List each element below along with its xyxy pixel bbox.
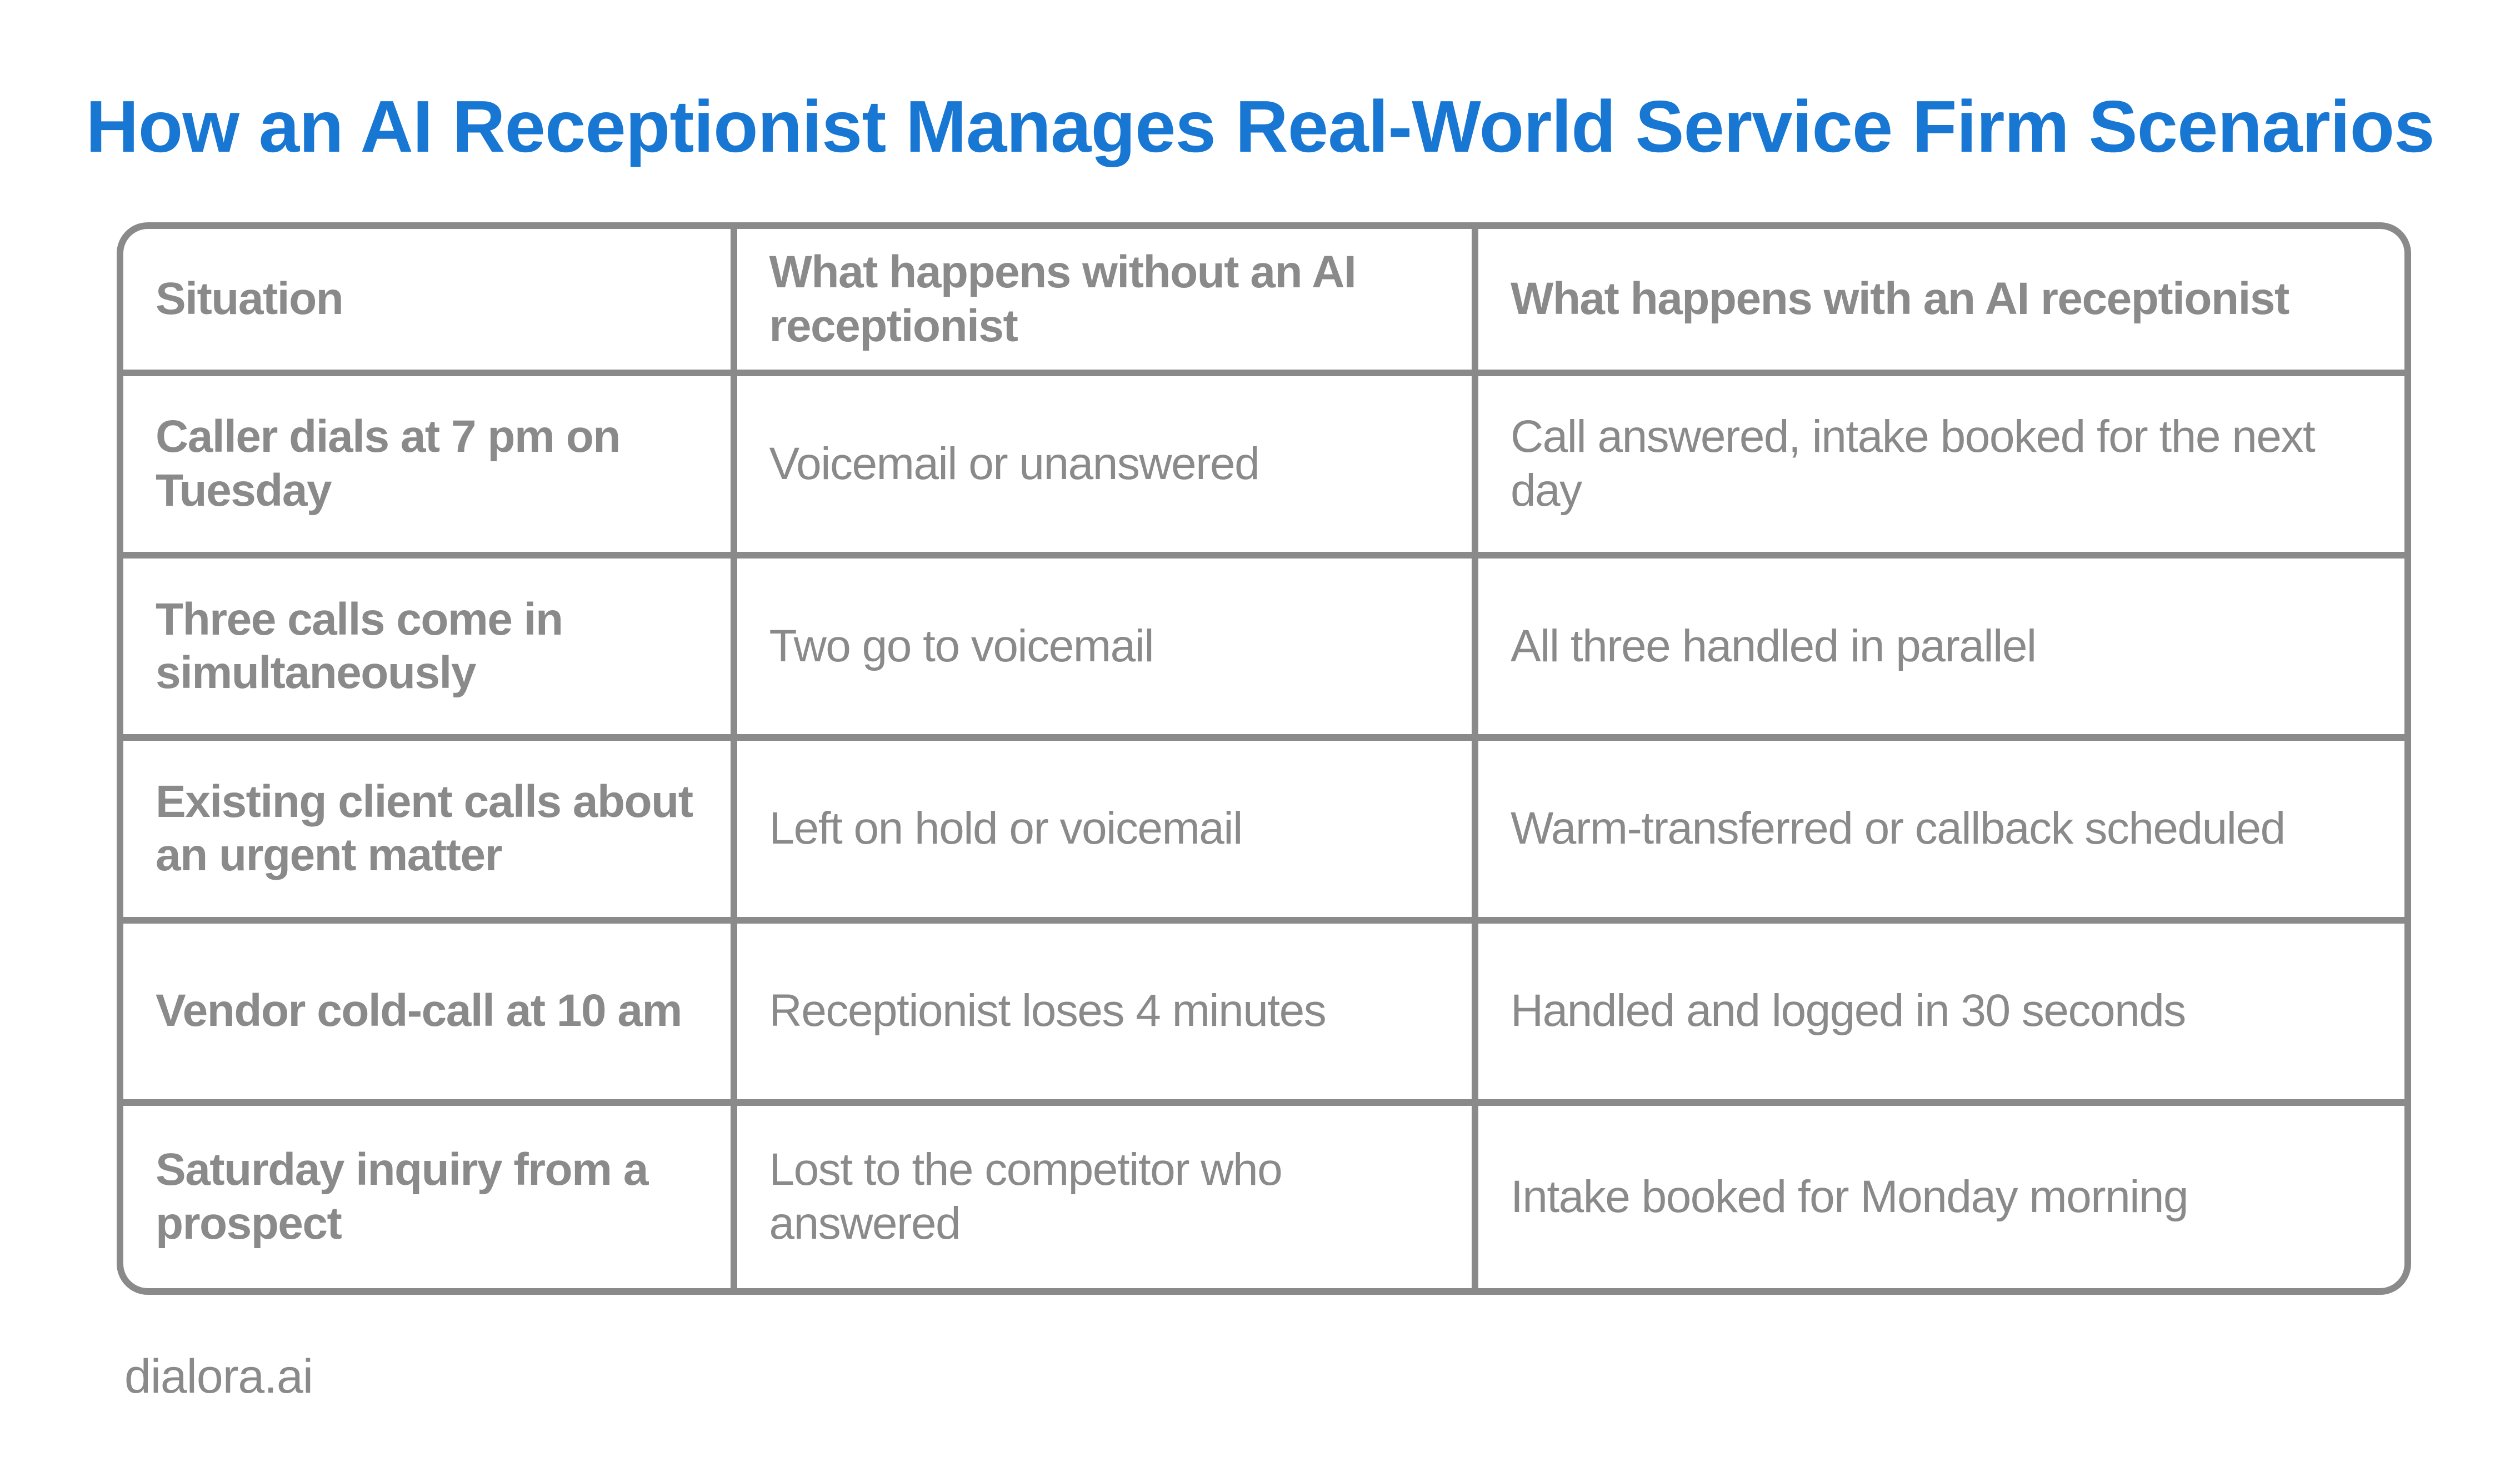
cell-row2-with-ai: All three handled in parallel [1478, 559, 2404, 741]
cell-row3-with-ai: Warm-transferred or callback scheduled [1478, 741, 2404, 924]
cell-row5-without-ai: Lost to the competitor who answered [737, 1105, 1478, 1288]
comparison-table: Situation What happens without an AI rec… [117, 222, 2411, 1295]
cell-row4-with-ai: Handled and logged in 30 seconds [1478, 924, 2404, 1106]
cell-row5-situation: Saturday inquiry from a prospect [123, 1105, 737, 1288]
cell-row1-without-ai: Voicemail or unanswered [737, 376, 1478, 559]
header-cell-without-ai: What happens without an AI receptionist [737, 229, 1478, 376]
cell-row4-situation: Vendor cold-call at 10 am [123, 923, 737, 1106]
header-cell-situation: Situation [123, 229, 737, 376]
cell-row3-without-ai: Left on hold or voicemail [737, 741, 1478, 924]
cell-row1-situation: Caller dials at 7 pm on Tuesday [123, 376, 737, 559]
brand-watermark: dialora.ai [124, 1350, 313, 1403]
header-cell-with-ai: What happens with an AI receptionist [1478, 229, 2404, 376]
cell-row1-with-ai: Call answered, intake booked for the nex… [1478, 376, 2404, 559]
cell-row4-without-ai: Receptionist loses 4 minutes [737, 923, 1478, 1106]
comparison-table-grid: Situation What happens without an AI rec… [123, 229, 2404, 1288]
cell-row3-situation: Existing client calls about an urgent ma… [123, 741, 737, 924]
cell-row2-without-ai: Two go to voicemail [737, 559, 1478, 741]
cell-row2-situation: Three calls come in simultaneously [123, 559, 737, 741]
page-title: How an AI Receptionist Manages Real-Worl… [86, 86, 2434, 167]
cell-row5-with-ai: Intake booked for Monday morning [1510, 1171, 2189, 1222]
